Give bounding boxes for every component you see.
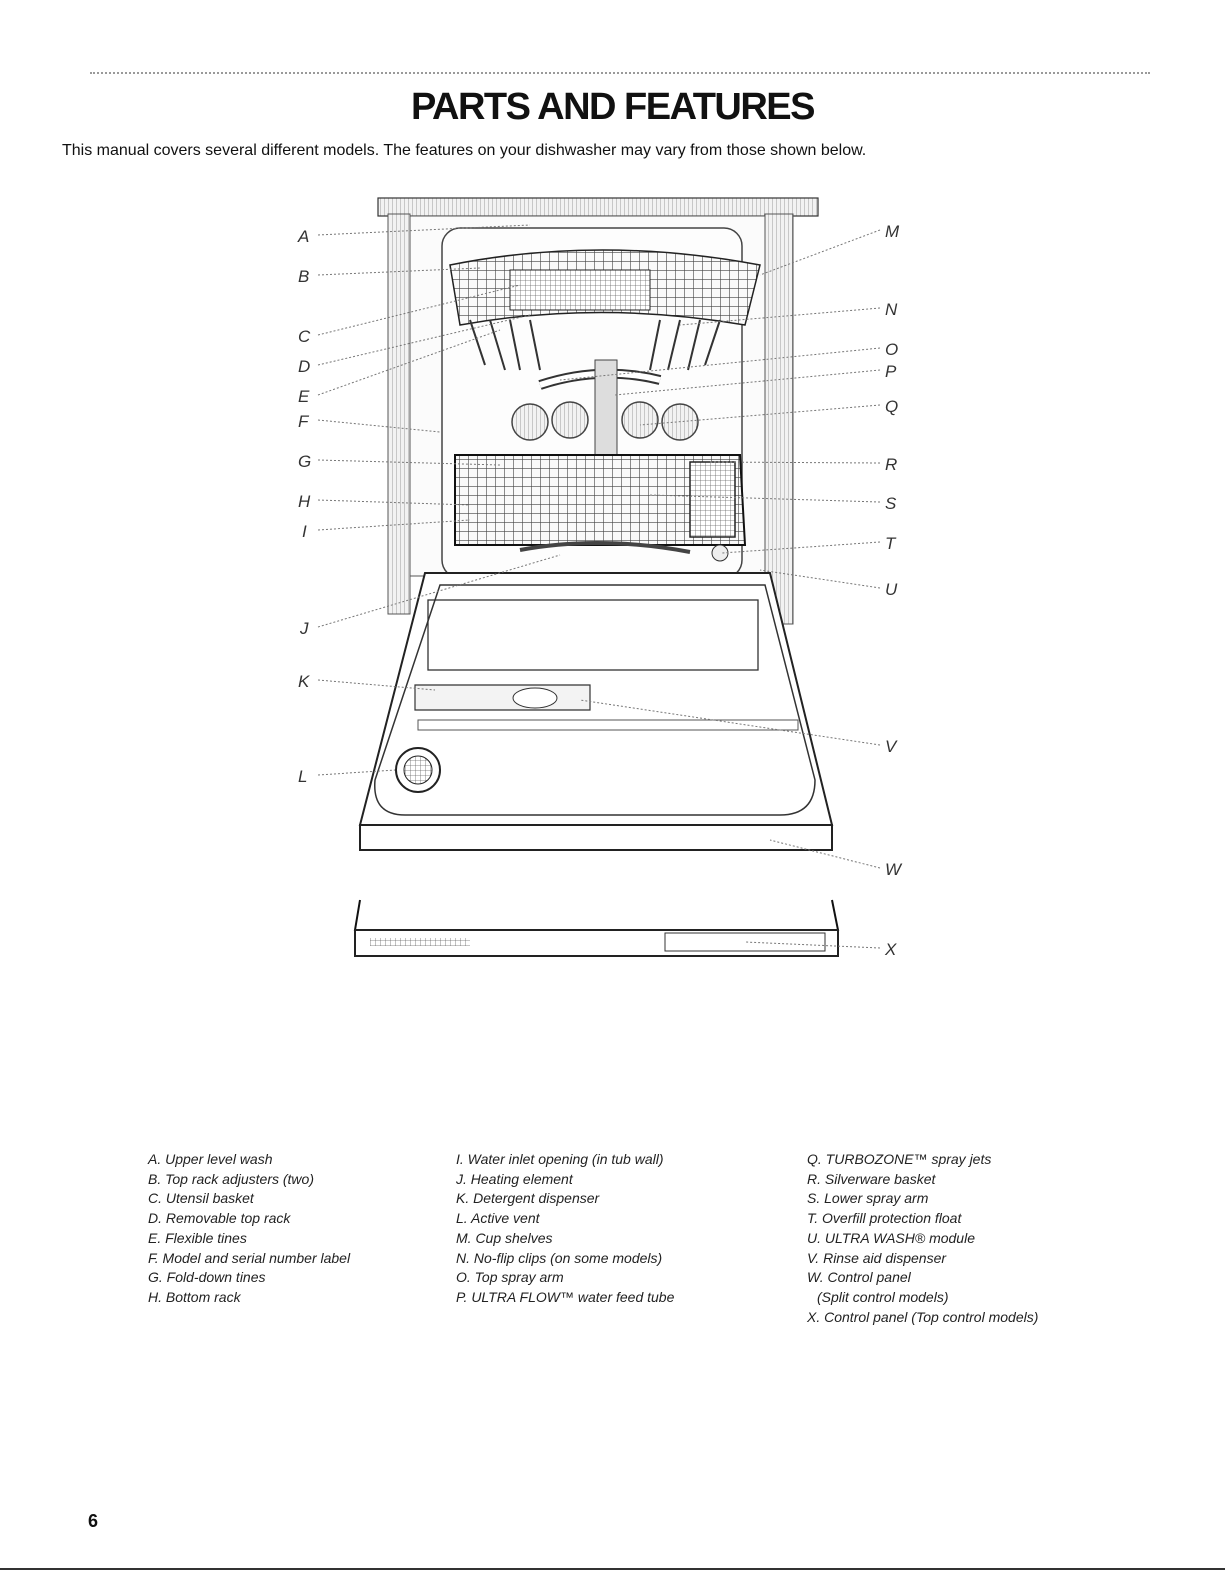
legend-item-s: S. Lower spray arm	[807, 1190, 929, 1207]
legend-column-3: Q. TURBOZONE™ spray jets R. Silverware b…	[807, 1150, 1038, 1327]
bottom-rule	[0, 1568, 1225, 1570]
callout-l: L	[298, 767, 307, 786]
callout-c: C	[298, 327, 311, 346]
legend-item-l: L. Active vent	[456, 1210, 540, 1227]
callout-j: J	[299, 619, 309, 638]
legend-item-j: J. Heating element	[456, 1170, 573, 1187]
legend-item-w-note: (Split control models)	[817, 1288, 949, 1305]
right-leader-lines	[559, 229, 881, 949]
callout-h: H	[298, 492, 311, 511]
top-rule	[90, 72, 1150, 74]
legend-item-q: Q. TURBOZONE™ spray jets	[807, 1151, 992, 1167]
callout-e: E	[298, 387, 310, 406]
callout-n: N	[885, 300, 898, 319]
callout-o: O	[885, 340, 898, 359]
legend-item-h: H. Bottom rack	[148, 1288, 241, 1305]
page-title: PARTS AND FEATURES	[411, 86, 815, 128]
intro-text: This manual covers several different mod…	[62, 142, 867, 159]
legend-item-g: G. Fold-down tines	[148, 1269, 266, 1286]
callout-f: F	[298, 412, 310, 431]
callout-g: G	[298, 452, 311, 471]
callout-v: V	[885, 737, 898, 756]
callout-t: T	[885, 534, 897, 553]
callout-k: K	[298, 672, 310, 691]
dishwasher-door	[358, 572, 834, 826]
legend-item-o: O. Top spray arm	[456, 1269, 564, 1286]
callout-b: B	[298, 267, 309, 286]
legend-item-m: M. Cup shelves	[456, 1229, 553, 1246]
legend-item-e: E. Flexible tines	[148, 1229, 247, 1246]
legend-column-2: I. Water inlet opening (in tub wall) J. …	[456, 1150, 674, 1308]
legend-item-w: W. Control panel	[807, 1269, 911, 1286]
dishwasher-diagram: A B C D E F G H I J K L M N O P Q R S T …	[297, 197, 903, 959]
callout-d: D	[298, 357, 310, 376]
legend-item-r: R. Silverware basket	[807, 1170, 936, 1187]
callout-p: P	[885, 362, 897, 381]
callout-u: U	[885, 580, 898, 599]
page-number: 6	[88, 1511, 99, 1531]
legend-column-1: A. Upper level wash B. Top rack adjuster…	[148, 1150, 350, 1308]
right-callouts: M N O P Q R S T U V W X	[884, 222, 903, 959]
legend-item-t: T. Overfill protection float	[807, 1210, 962, 1227]
legend-item-v: V. Rinse aid dispenser	[807, 1249, 947, 1266]
legend-item-u: U. ULTRA WASH® module	[807, 1229, 975, 1246]
callout-m: M	[885, 222, 900, 241]
callout-s: S	[885, 494, 897, 513]
split-control-panel	[359, 824, 833, 851]
left-callouts: A B C D E F G H I J K L	[297, 227, 311, 786]
callout-q: Q	[885, 397, 898, 416]
legend-item-x: X. Control panel (Top control models)	[807, 1308, 1039, 1325]
lower-rack	[454, 454, 747, 562]
legend-item-a: A. Upper level wash	[148, 1151, 273, 1167]
legend-item-p: P. ULTRA FLOW™ water feed tube	[456, 1288, 675, 1305]
feed-tube	[594, 359, 618, 461]
callout-r: R	[885, 455, 897, 474]
upper-rack	[449, 249, 761, 390]
legend-item-n: N. No-flip clips (on some models)	[456, 1249, 663, 1266]
callout-i: I	[302, 522, 307, 541]
legend-item-d: D. Removable top rack	[148, 1210, 291, 1227]
legend-item-c: C. Utensil basket	[148, 1190, 254, 1207]
legend-item-b: B. Top rack adjusters (two)	[148, 1170, 314, 1187]
legend-item-k: K. Detergent dispenser	[456, 1190, 600, 1207]
callout-x: X	[884, 940, 897, 959]
top-control-panel	[353, 899, 840, 957]
legend-item-i: I. Water inlet opening (in tub wall)	[456, 1151, 664, 1167]
legend-item-f: F. Model and serial number label	[148, 1249, 351, 1266]
left-leader-lines	[317, 224, 561, 776]
callout-w: W	[885, 860, 903, 879]
callout-a: A	[297, 227, 309, 246]
spray-jets	[511, 401, 699, 441]
